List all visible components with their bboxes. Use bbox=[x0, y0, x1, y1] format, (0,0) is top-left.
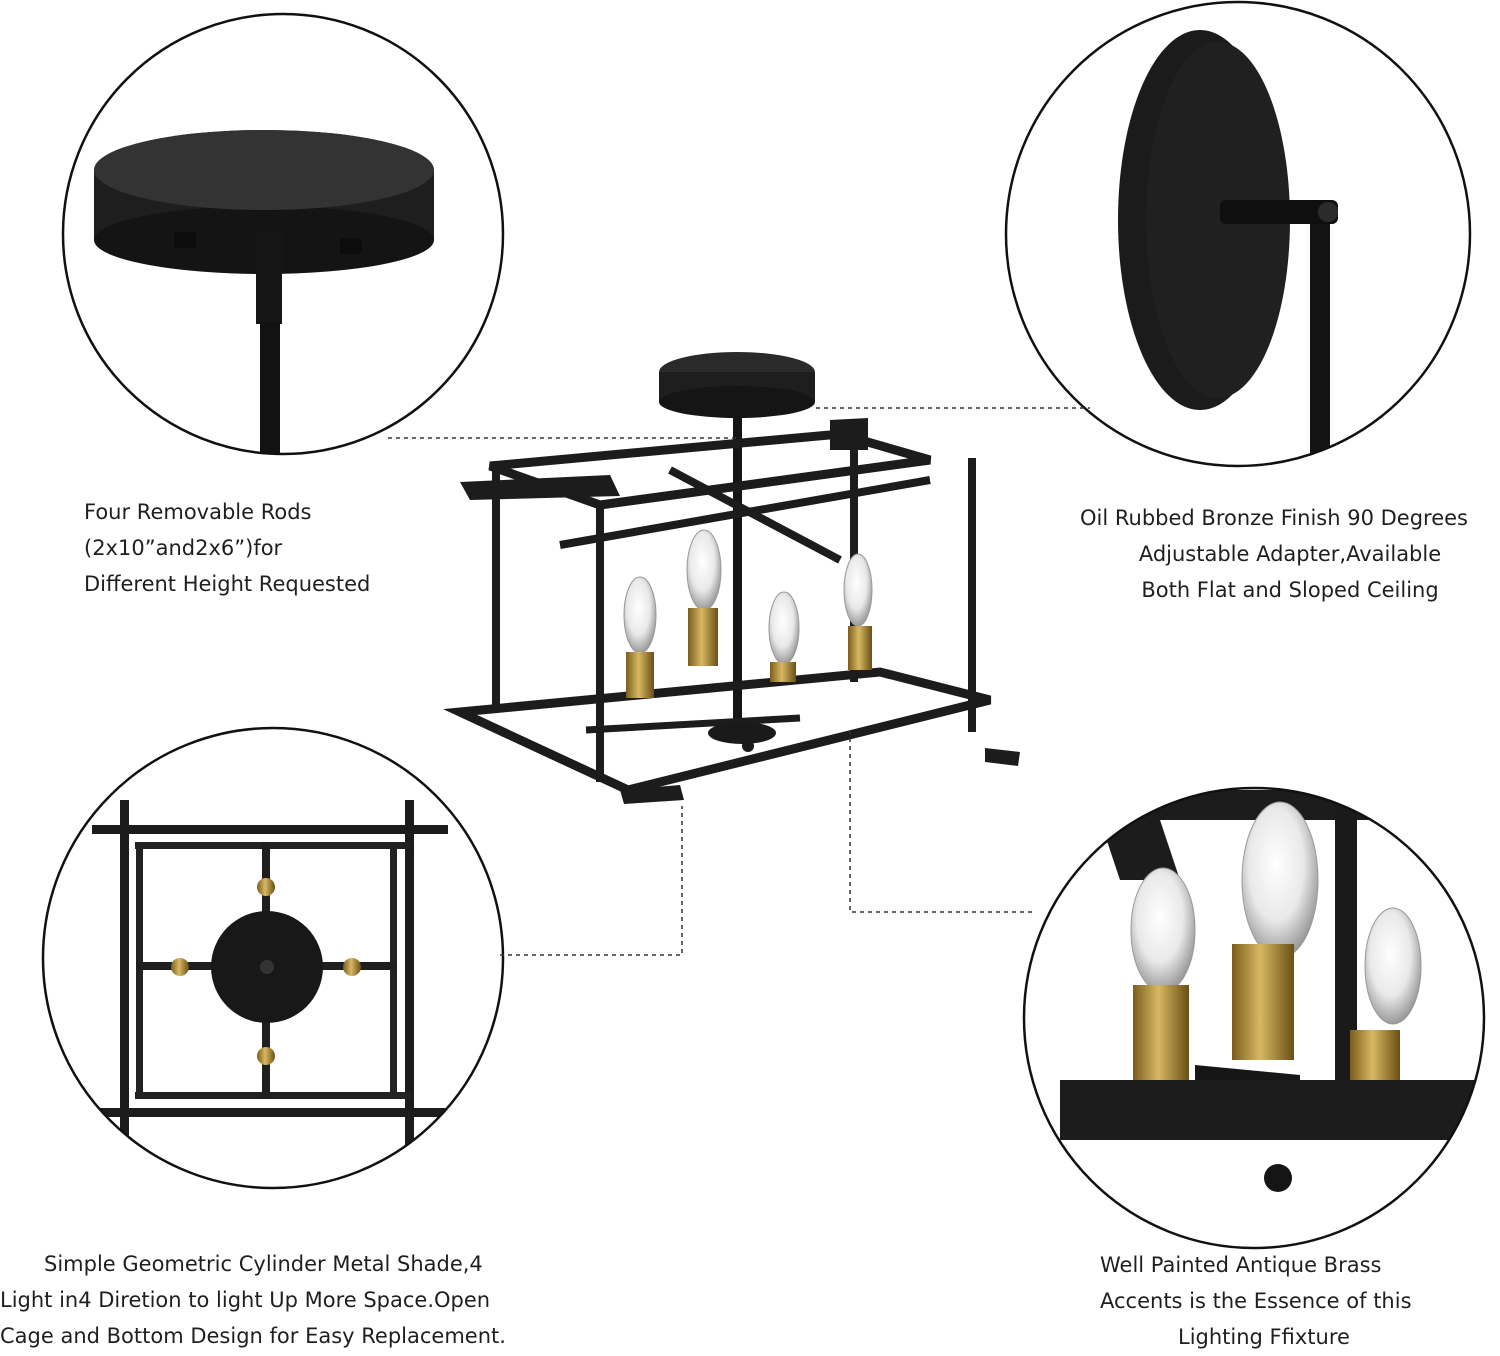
bottom-view-detail-circle bbox=[41, 726, 505, 1190]
brass-accent-detail-circle bbox=[1022, 786, 1486, 1250]
adapter-caption-line-2: Adjustable Adapter,Available bbox=[1138, 542, 1442, 566]
adapter-caption-line-3: Both Flat and Sloped Ceiling bbox=[1141, 578, 1439, 602]
central-light-fixture bbox=[443, 352, 1020, 804]
brass-caption-line-1: Well Painted Antique Brass bbox=[1100, 1253, 1382, 1277]
rods-caption-line-1: Four Removable Rods bbox=[84, 500, 312, 524]
brass-caption: Well Painted Antique Brass Accents is th… bbox=[1100, 1247, 1460, 1355]
leader-lines bbox=[388, 407, 1090, 956]
rods-caption-line-3: Different Height Requested bbox=[84, 572, 371, 596]
shade-caption: Simple Geometric Cylinder Metal Shade,4 … bbox=[0, 1246, 560, 1354]
adapter-caption-line-1: Oil Rubbed Bronze Finish 90 Degrees bbox=[1080, 506, 1468, 530]
rods-caption: Four Removable Rods (2x10”and2x6”)for Di… bbox=[84, 494, 370, 602]
shade-caption-line-3: Cage and Bottom Design for Easy Replacem… bbox=[0, 1324, 506, 1348]
canopy-detail-circle bbox=[61, 12, 505, 456]
brass-caption-line-3: Lighting Ffixture bbox=[1178, 1325, 1350, 1349]
adapter-detail-circle bbox=[1004, 0, 1472, 468]
adapter-caption: Oil Rubbed Bronze Finish 90 Degrees Adju… bbox=[1080, 500, 1500, 608]
rods-caption-line-2: (2x10”and2x6”)for bbox=[84, 536, 283, 560]
shade-caption-line-2: Light in4 Diretion to light Up More Spac… bbox=[0, 1288, 491, 1312]
shade-caption-line-1: Simple Geometric Cylinder Metal Shade,4 bbox=[44, 1252, 483, 1276]
brass-caption-line-2: Accents is the Essence of this bbox=[1100, 1289, 1412, 1313]
